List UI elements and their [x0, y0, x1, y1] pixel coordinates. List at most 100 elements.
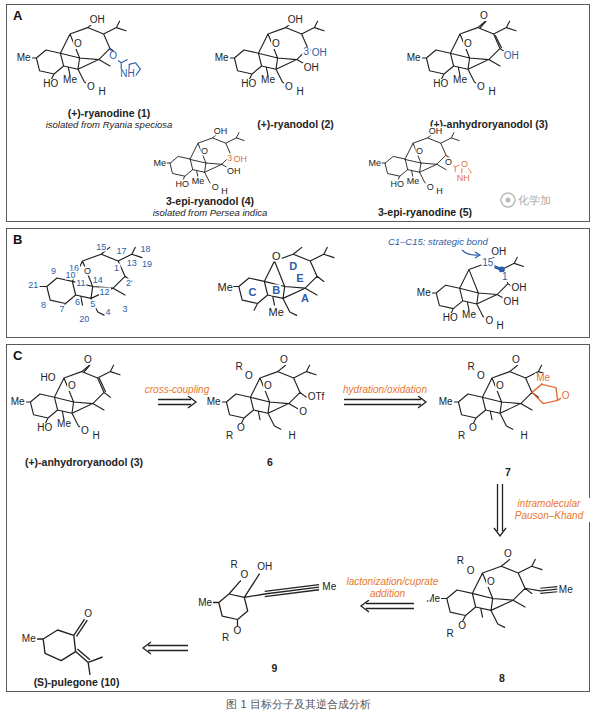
- atom-label: O: [284, 82, 294, 92]
- atom-label: R: [446, 629, 455, 639]
- atom-number: 13: [126, 258, 138, 267]
- atom-label: H: [519, 431, 528, 441]
- atom-label: O: [83, 609, 93, 619]
- atom-label: HO: [442, 313, 459, 323]
- panel-letter: C: [13, 348, 22, 363]
- compound-name: (+)-anhydroryanodol (3): [428, 118, 550, 130]
- atom-number: O: [83, 267, 92, 276]
- atom-label: NH: [456, 173, 471, 182]
- atom-label: O: [495, 381, 505, 391]
- compound-name: 9: [270, 662, 280, 674]
- atom-label: HO: [174, 180, 190, 189]
- atom-label: O: [200, 147, 209, 156]
- source-note: isolated from Ryania speciosa: [44, 119, 175, 130]
- atom-label: O: [484, 316, 494, 326]
- atom-label: Me: [260, 75, 276, 85]
- atom-label: O: [476, 371, 486, 381]
- atom-label: HO: [40, 373, 57, 383]
- atom-label: O: [236, 423, 246, 433]
- atom-label: Me: [191, 177, 206, 186]
- callout-note: C1–C15: strategic bond: [387, 237, 489, 247]
- atom-label: O: [73, 39, 83, 49]
- atom-label: OH: [256, 562, 273, 572]
- atom-label: HO: [42, 79, 59, 89]
- atom-label: H: [287, 431, 296, 441]
- atom-label: O: [298, 407, 308, 417]
- atom-number: 6: [74, 297, 81, 306]
- atom-number: 9: [50, 267, 57, 276]
- atom-number: 17: [116, 246, 128, 255]
- compound-node: 7: [430, 352, 586, 480]
- atom-label: OH: [311, 48, 328, 58]
- atom-number: 18: [139, 245, 151, 254]
- atom-label: R: [457, 431, 466, 441]
- atom-label: O: [108, 51, 118, 61]
- atom-label: R: [229, 560, 238, 570]
- atom-label: Me: [367, 159, 382, 168]
- atom-number: 7: [59, 304, 66, 313]
- panel-letter: A: [13, 8, 22, 23]
- compound-node: (+)-ryanodol (2): [208, 10, 383, 132]
- atom-label: Me: [10, 397, 26, 407]
- atom-number: 21: [27, 280, 39, 289]
- compound-node: (S)-pulegone (10): [14, 598, 139, 690]
- ring-letter: B: [271, 284, 281, 295]
- ring-letter: C: [247, 286, 257, 297]
- atom-number: 20: [78, 314, 90, 323]
- atom-label: HO: [432, 79, 449, 89]
- atom-label: O: [460, 160, 469, 169]
- atom-label: R: [225, 431, 234, 441]
- compound-name: (S)-pulegone (10): [32, 676, 122, 688]
- retrosynthetic-arrow: [158, 396, 196, 408]
- compound-name: (+)-ryanodol (2): [255, 118, 336, 130]
- compound-name: 6: [265, 456, 275, 468]
- atom-label: O: [244, 371, 254, 381]
- atom-label: H: [91, 431, 100, 441]
- atom-label: Me: [406, 53, 422, 63]
- atom-label: O: [211, 182, 220, 191]
- compound-node: (+)-anhydroryanodol (3): [14, 352, 154, 470]
- compound-node: 9: [192, 544, 357, 676]
- atom-label: O: [476, 82, 486, 92]
- atom-number: 4: [104, 308, 111, 317]
- atom-label: O: [426, 182, 435, 191]
- atom-label: OTf: [307, 392, 326, 402]
- atom-label: H: [487, 87, 496, 97]
- compound-node: 8: [418, 540, 586, 686]
- atom-number: 3: [121, 304, 128, 313]
- atom-label: OH: [510, 283, 527, 293]
- compound-name: 3-epi-ryanodine (5): [376, 206, 474, 218]
- compound-name: (+)-ryanodine (1): [66, 107, 153, 119]
- atom-label: O: [83, 355, 93, 365]
- atom-label: Me: [452, 75, 468, 85]
- atom-label: Me: [56, 419, 72, 429]
- atom-number: 19: [141, 260, 153, 269]
- ring-letter: D: [288, 261, 298, 272]
- atom-label: Me: [206, 397, 222, 407]
- retrosynthetic-arrow: [143, 642, 188, 654]
- compound-node: 3-epi-ryanodine (5): [320, 128, 530, 220]
- panel-box: C (+)-anhydroryanodol (3) 6 7 8 9 (S)-pulegone…: [6, 344, 590, 692]
- atom-label: Me: [21, 634, 37, 644]
- atom-label: HO: [240, 79, 257, 89]
- atom-number: 14: [92, 275, 104, 284]
- atom-label: H: [496, 321, 505, 331]
- atom-label: O: [86, 82, 96, 92]
- ring-letter: E: [295, 273, 304, 284]
- atom-label: OH: [303, 63, 320, 73]
- atom-number: 2: [125, 279, 132, 288]
- edge-label: hydration/oxidation: [342, 384, 428, 396]
- retrosynthetic-arrow: [361, 600, 414, 612]
- compound-name: (+)-anhydroryanodol (3): [23, 456, 145, 468]
- compound-name: 8: [497, 672, 507, 684]
- atom-label: Me: [217, 281, 234, 292]
- atom-number: 15: [95, 243, 107, 252]
- atom-label: O: [457, 621, 467, 631]
- atom-label: R: [456, 556, 465, 566]
- atom-label: O: [486, 577, 496, 587]
- atom-label: O: [503, 549, 513, 559]
- compound-node: (+)-anhydroryanodol (3): [392, 10, 586, 132]
- watermark: 化学加: [517, 195, 552, 206]
- ring-letter: A: [300, 293, 310, 304]
